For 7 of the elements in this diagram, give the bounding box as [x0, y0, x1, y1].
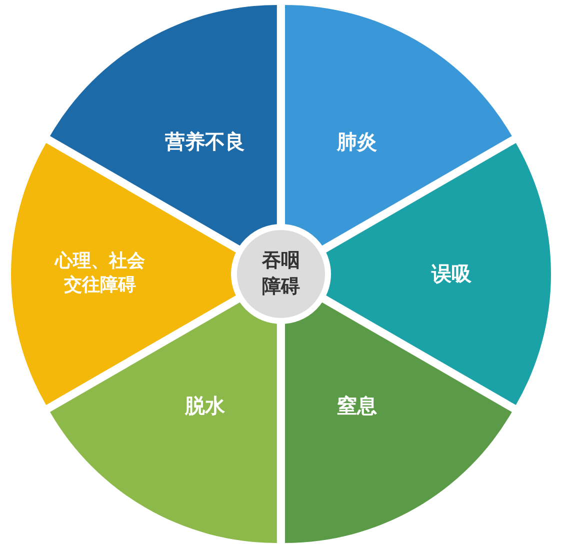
center-label: 吞咽障碍: [260, 248, 301, 299]
sector-label: 脱水: [184, 392, 226, 420]
sector-label: 营养不良: [164, 128, 246, 156]
sector-label: 窒息: [336, 392, 378, 420]
sector-label: 肺炎: [336, 128, 378, 156]
sector-label: 心理、社会交往障碍: [53, 250, 146, 298]
sector-label: 误吸: [430, 260, 472, 288]
